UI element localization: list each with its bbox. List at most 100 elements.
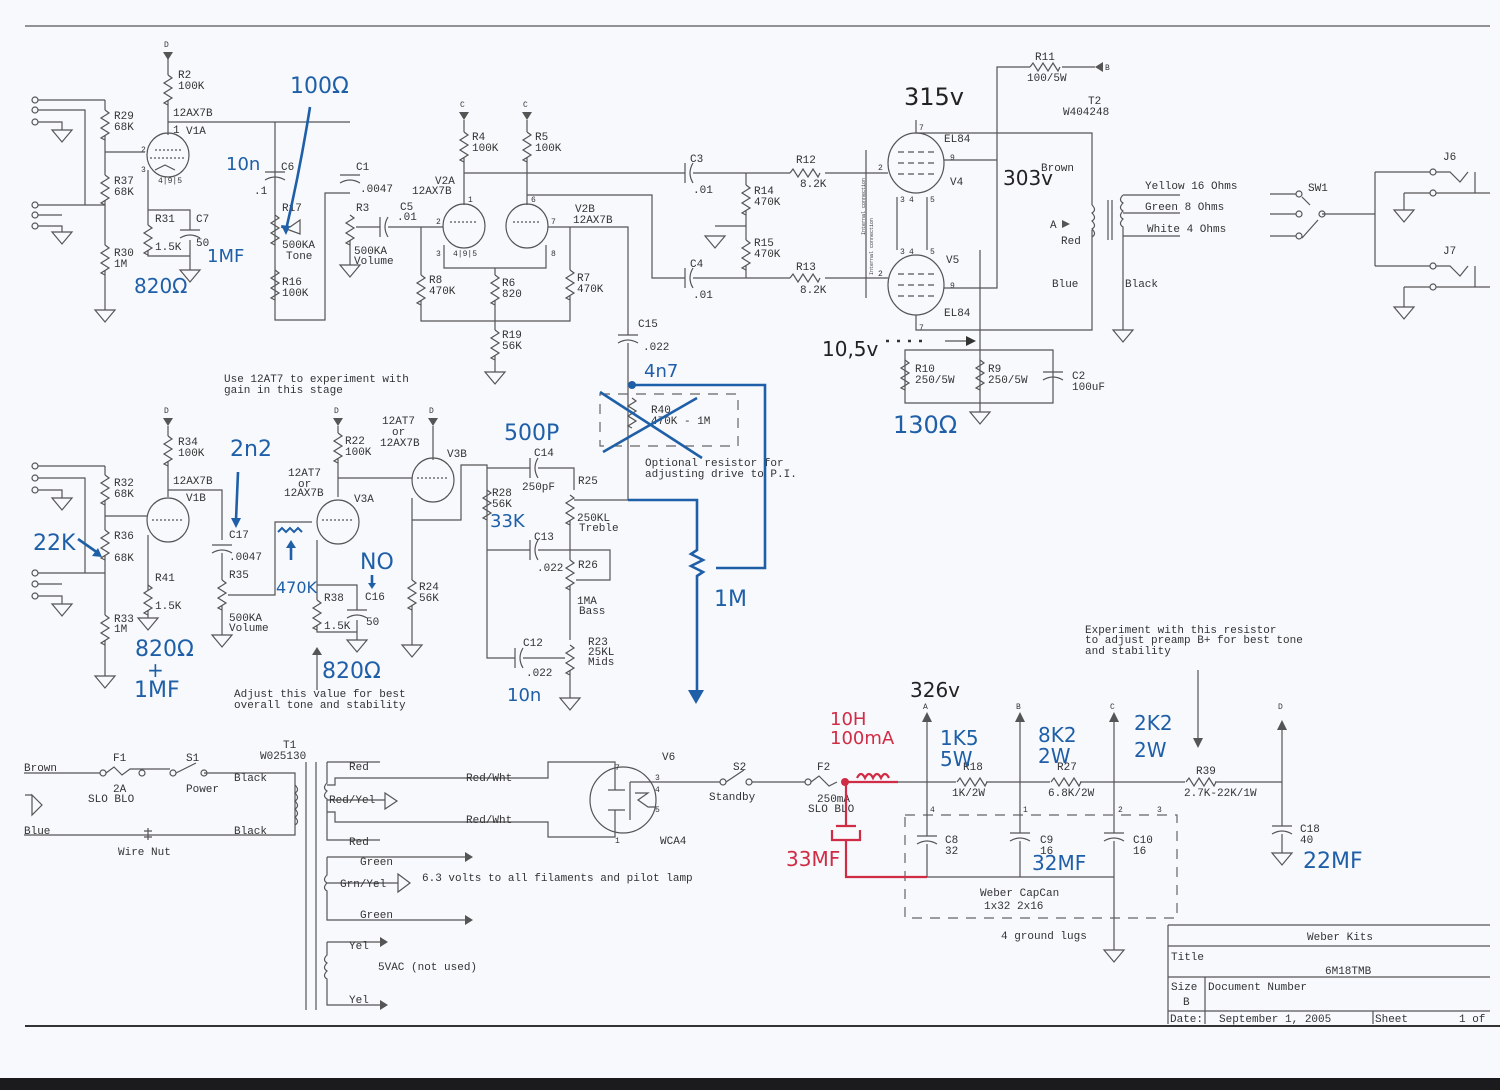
note-r18-1k5: 1K5 [940,726,979,750]
capacitor-c10 [1103,832,1125,842]
r5-label: R5 [535,132,548,144]
c10-value: 16 [1133,846,1146,858]
v5-type: EL84 [944,308,971,320]
r33-label: R33 [114,614,134,626]
redwht-1: Red/Wht [466,773,512,785]
r9-value: 250/5W [988,375,1028,387]
r23-value: 25KL [588,647,614,659]
r11-label: R11 [1035,52,1055,64]
note-1m-pot: 1M [714,587,747,612]
r27-value: 6.8K/2W [1048,788,1095,800]
r34-value: 100K [178,448,205,460]
note-c6-10n: 10n [226,154,260,175]
v2b-pin7: 7 [551,218,556,227]
v1b-label: V1B [186,493,206,505]
note-r39-2w: 2W [1134,738,1167,762]
r25-value: 250KL [577,513,610,525]
note-r31-820ohm: 820Ω [134,274,187,298]
jack-j6[interactable]: J6 [1374,152,1490,266]
note-10-5v: 10,5v [822,337,879,361]
c15-value: .022 [643,342,669,354]
capcan-pin4: 4 [930,806,935,815]
ground-icon [51,129,73,143]
switch-sw1[interactable]: SW1 [1270,183,1375,240]
c8-value: 32 [945,846,958,858]
v6-pin3: 3 [655,774,660,783]
c18-label: C18 [1300,824,1320,836]
c1-label: C1 [356,162,370,174]
note-optional-line2: adjusting drive to P.I. [645,469,797,481]
tap-green-8-ohms: Green 8 Ohms [1145,202,1224,214]
capcan-label: Weber CapCan [980,888,1059,900]
r24-label: R24 [419,582,439,594]
t2-a-input: A [1050,220,1057,232]
t1-yel-1: Yel [349,941,369,953]
v5-pin9: 9 [950,282,955,291]
c12-value: .022 [526,668,552,680]
capcan-outline [904,814,1178,919]
r2-value: 100K [178,81,205,93]
title-block-date-value: September 1, 2005 [1219,1014,1331,1026]
internal-connection-note: Internal connection [869,218,875,275]
wire-nut-label: Wire Nut [118,847,171,859]
tap-white-4-ohms: White 4 Ohms [1147,224,1226,236]
v4-label: V4 [950,177,964,189]
note-experiment-line2: to adjust preamp B+ for best tone [1085,635,1303,647]
tube-v3b [411,457,455,503]
ground-icon [969,411,991,425]
t1-primary-black-1: Black [234,773,267,785]
stage-power-amp: EL84 V4 EL84 V5 7 2 9 3 4 5 3 4 5 2 9 7 … [861,52,1490,425]
r30-value: 1M [114,259,127,271]
t1-green-2: Green [360,910,393,922]
c7-value: 50 [196,238,209,250]
r3-value: 500KA [354,246,387,258]
note-r27-8k2: 8K2 [1038,723,1077,747]
rail-b-label: B [1105,64,1110,73]
v6-pin7: 7 [615,764,620,773]
r31-value: 1.5K [155,242,182,254]
note-c16-no: NO [360,550,394,575]
r38-value: 1.5K [324,621,351,633]
v3a-type-a: 12AT7 [288,468,321,480]
f1-label: F1 [113,753,127,765]
capacitor-c1 [339,174,361,184]
rail-c-label: C [1110,703,1115,712]
r36-value: 68K [114,553,134,565]
r26-name: Bass [579,606,605,618]
r14-value: 470K [754,197,781,209]
note-optional-line1: Optional resistor for [645,458,784,470]
v2a-type: 12AX7B [412,186,452,198]
v1a-heater-pins: 4|9|5 [158,177,182,186]
r26-value: 1MA [577,596,597,608]
v3a-label: V3A [354,494,374,506]
mains-brown: Brown [24,763,57,775]
r18-label: R18 [963,762,983,774]
r6-value: 820 [502,289,522,301]
r27-label: R27 [1057,762,1077,774]
pen-1m-pot [628,498,706,690]
t2-wire-red: Red [1061,236,1081,248]
j7-label: J7 [1443,246,1456,258]
v2a-pin1: 1 [468,196,473,205]
note-adjust-line2: overall tone and stability [234,700,406,712]
note-c17-2n2: 2n2 [230,437,272,462]
r30-label: R30 [114,248,134,260]
internal-connection-note: Internal connection [861,178,867,235]
capcan-pin1: 1 [1023,806,1028,815]
r41-label: R41 [155,573,175,585]
jack-j7[interactable]: J7 [1375,246,1490,320]
rail-d-label: D [1278,703,1283,712]
ground-icon [1393,306,1415,320]
note-c12-10n: 10n [507,685,541,706]
f2-label: F2 [817,762,830,774]
switch-s2-standby[interactable]: S2 Standby [700,762,805,804]
ground-icon [401,644,423,658]
note-c9-32mf: 32MF [1032,851,1086,875]
r40-value: 470K - 1M [651,416,710,428]
ground-icon [704,235,726,249]
tube-v2a [442,203,486,249]
t2-part-number: W404248 [1063,107,1109,119]
resistor-r11 [1029,62,1061,72]
resistor-r32 [100,474,110,506]
ground-icon [559,697,581,711]
